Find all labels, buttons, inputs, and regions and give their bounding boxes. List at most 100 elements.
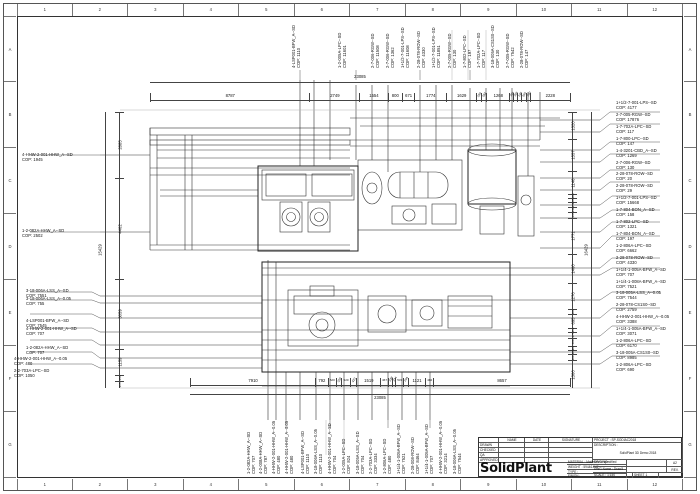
dimension-segment: 204 — [568, 193, 577, 199]
tb-finish: FINISH : — [567, 474, 627, 478]
tb-checked-signature[interactable] — [549, 448, 593, 453]
tb-qa-signature[interactable] — [549, 453, 593, 458]
dimension-segment: 1557 — [568, 138, 577, 171]
dimension-right-overall: 16429 — [584, 112, 595, 388]
dimension-value: 1554 — [369, 92, 379, 98]
dimension-value: 1771 — [570, 231, 575, 241]
tb-drawn-date[interactable] — [525, 443, 549, 448]
dimension-segment: 250 — [568, 202, 577, 208]
dimension-segment-end — [570, 93, 571, 102]
tb-approved-date[interactable] — [525, 458, 549, 463]
pipe-tag: 1-2-806A-LPC--SD — [616, 242, 652, 248]
dimension-segment: 520 — [341, 378, 349, 387]
pipe-cop: COP: 17876 — [616, 116, 640, 122]
grid-zone-col-7: 7 — [350, 479, 406, 490]
pipe-cop: COP: 2759 — [616, 307, 637, 313]
tb-approved-name[interactable] — [499, 458, 525, 463]
grid-zone-col-3: 3 — [128, 479, 184, 490]
tb-drawn-signature[interactable] — [549, 443, 593, 448]
pipe-cop: COP: 8464 — [415, 453, 420, 474]
grid-zone-row-D: D — [4, 214, 16, 280]
tb-checked-name[interactable] — [499, 448, 525, 453]
pipe-tag: 1-7-804-BON_A--SD — [616, 230, 655, 236]
tb-sheet-size: A2 — [667, 460, 683, 467]
dimension-segment: 205 — [513, 90, 519, 102]
dimension-segment: 265 — [521, 91, 527, 102]
tb-checked-date[interactable] — [525, 448, 549, 453]
pipe-cop: COP: 1321 — [616, 224, 637, 229]
dimension-segment: 1519 — [356, 378, 380, 387]
tb-qa-date[interactable] — [525, 453, 549, 458]
tb-row-checked: CHECKED — [479, 448, 499, 453]
dimension-segment: 8787 — [150, 93, 309, 102]
tb-approved-signature[interactable] — [549, 458, 593, 463]
pipe-tag: 2-28-078-CS1S0--SD — [616, 302, 657, 308]
tb-drawn-name[interactable] — [499, 443, 525, 448]
dimension-top-overall: 23085 — [150, 74, 570, 83]
pipe-cop: COP: 707 — [429, 455, 434, 474]
tb-qa-name[interactable] — [499, 453, 525, 458]
